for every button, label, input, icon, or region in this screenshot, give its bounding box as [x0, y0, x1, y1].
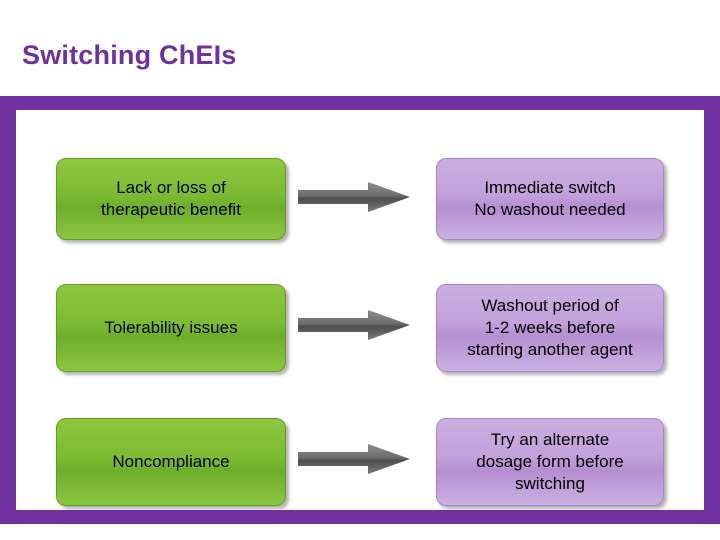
reason-box-1-line1: Lack or loss of [116, 178, 226, 198]
reason-box-3-line1: Noncompliance [112, 452, 230, 472]
action-box-3[interactable]: Try an alternate dosage form before swit… [436, 418, 664, 506]
action-box-3-line2: dosage form before [476, 452, 624, 472]
action-box-2[interactable]: Washout period of 1-2 weeks before start… [436, 284, 664, 372]
action-box-3-line1: Try an alternate [490, 430, 610, 450]
page-title: Switching ChEIs [22, 40, 237, 70]
diagram-row: Lack or loss of therapeutic benefit [16, 132, 704, 240]
action-box-2-line1: Washout period of [481, 296, 619, 316]
action-box-1-line1: Immediate switch [484, 178, 616, 198]
reason-box-1-line2: therapeutic benefit [101, 200, 241, 219]
content-frame: Lack or loss of therapeutic benefit [0, 96, 720, 524]
action-box-2-line3: starting another agent [467, 339, 633, 359]
action-box-1-line2: No washout needed [474, 200, 626, 219]
action-box-2-line2: 1-2 weeks before [484, 318, 616, 338]
arrow-right-icon [298, 182, 410, 212]
arrow-right-icon [298, 310, 410, 340]
reason-box-1[interactable]: Lack or loss of therapeutic benefit [56, 158, 286, 240]
action-box-1[interactable]: Immediate switch No washout needed [436, 158, 664, 240]
reason-box-2-line1: Tolerability issues [104, 318, 238, 338]
reason-box-3[interactable]: Noncompliance [56, 418, 286, 506]
diagram-row: Noncompliance [16, 412, 704, 516]
action-box-3-line3: switching [515, 473, 585, 493]
arrow-right-icon [298, 444, 410, 474]
diagram-row: Tolerability issues [16, 272, 704, 376]
content-frame-inner: Lack or loss of therapeutic benefit [16, 110, 704, 510]
reason-box-2[interactable]: Tolerability issues [56, 284, 286, 372]
